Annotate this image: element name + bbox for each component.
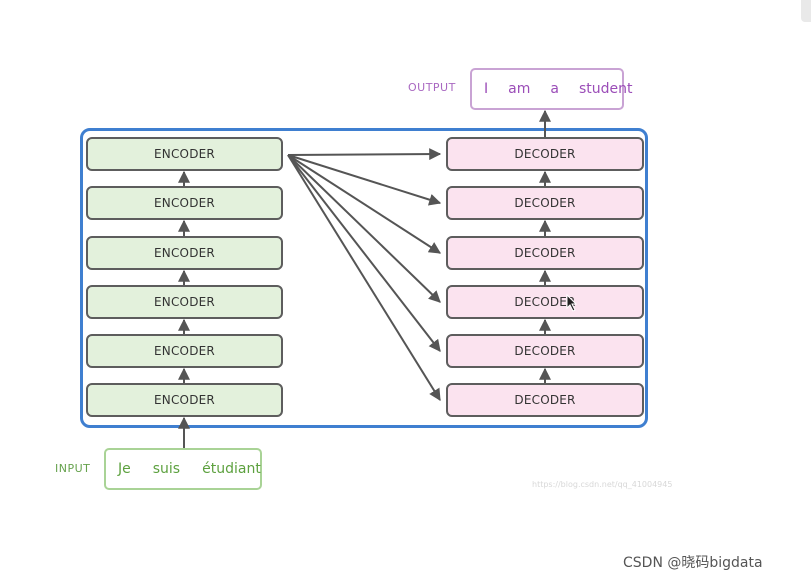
- encoder-label: ENCODER: [154, 295, 215, 309]
- encoder-label: ENCODER: [154, 246, 215, 260]
- encoder-to-decoder-arrow: [287, 154, 442, 254]
- url-watermark: https://blog.csdn.net/qq_41004945: [532, 480, 673, 489]
- decoder-label: DECODER: [514, 393, 576, 407]
- encoder-block-4: ENCODER: [86, 236, 283, 270]
- encoder-to-decoder-arrow: [287, 154, 441, 402]
- encoder-block-6: ENCODER: [86, 137, 283, 171]
- decoder-label: DECODER: [514, 147, 576, 161]
- input-label: INPUT: [55, 462, 91, 475]
- decoder-block-3: DECODER: [446, 285, 644, 319]
- input-word: Je: [118, 461, 131, 477]
- output-word: a: [550, 81, 559, 97]
- encoder-label: ENCODER: [154, 344, 215, 358]
- input-box: Je suis étudiant: [104, 448, 262, 490]
- decoder-label: DECODER: [514, 295, 576, 309]
- input-word: étudiant: [202, 461, 261, 477]
- encoder-label: ENCODER: [154, 393, 215, 407]
- encoder-block-1: ENCODER: [86, 383, 283, 417]
- decoder-label: DECODER: [514, 196, 576, 210]
- decoder-label: DECODER: [514, 246, 576, 260]
- decoder-block-6: DECODER: [446, 137, 644, 171]
- decoder-block-4: DECODER: [446, 236, 644, 270]
- output-box: I am a student: [470, 68, 632, 110]
- encoder-label: ENCODER: [154, 196, 215, 210]
- mouse-cursor-icon: [566, 294, 578, 312]
- encoder-to-decoder-arrow: [287, 154, 441, 303]
- decoder-label: DECODER: [514, 344, 576, 358]
- encoder-block-5: ENCODER: [86, 186, 283, 220]
- credit-watermark: CSDN @晓码bigdata: [623, 555, 763, 571]
- output-word: I: [484, 81, 489, 97]
- encoder-to-decoder-arrow: [287, 154, 441, 352]
- output-word: am: [508, 81, 531, 97]
- encoder-block-2: ENCODER: [86, 334, 283, 368]
- input-word: suis: [152, 461, 181, 477]
- encoder-label: ENCODER: [154, 147, 215, 161]
- output-word: student: [578, 81, 633, 97]
- encoder-decoder-frame: [80, 128, 648, 428]
- corner-mark: [801, 0, 811, 22]
- encoder-to-decoder-arrow: [287, 154, 442, 206]
- decoder-block-5: DECODER: [446, 186, 644, 220]
- decoder-block-2: DECODER: [446, 334, 644, 368]
- encoder-block-3: ENCODER: [86, 285, 283, 319]
- decoder-block-1: DECODER: [446, 383, 644, 417]
- output-label: OUTPUT: [408, 81, 456, 94]
- encoder-to-decoder-arrow: [287, 148, 442, 161]
